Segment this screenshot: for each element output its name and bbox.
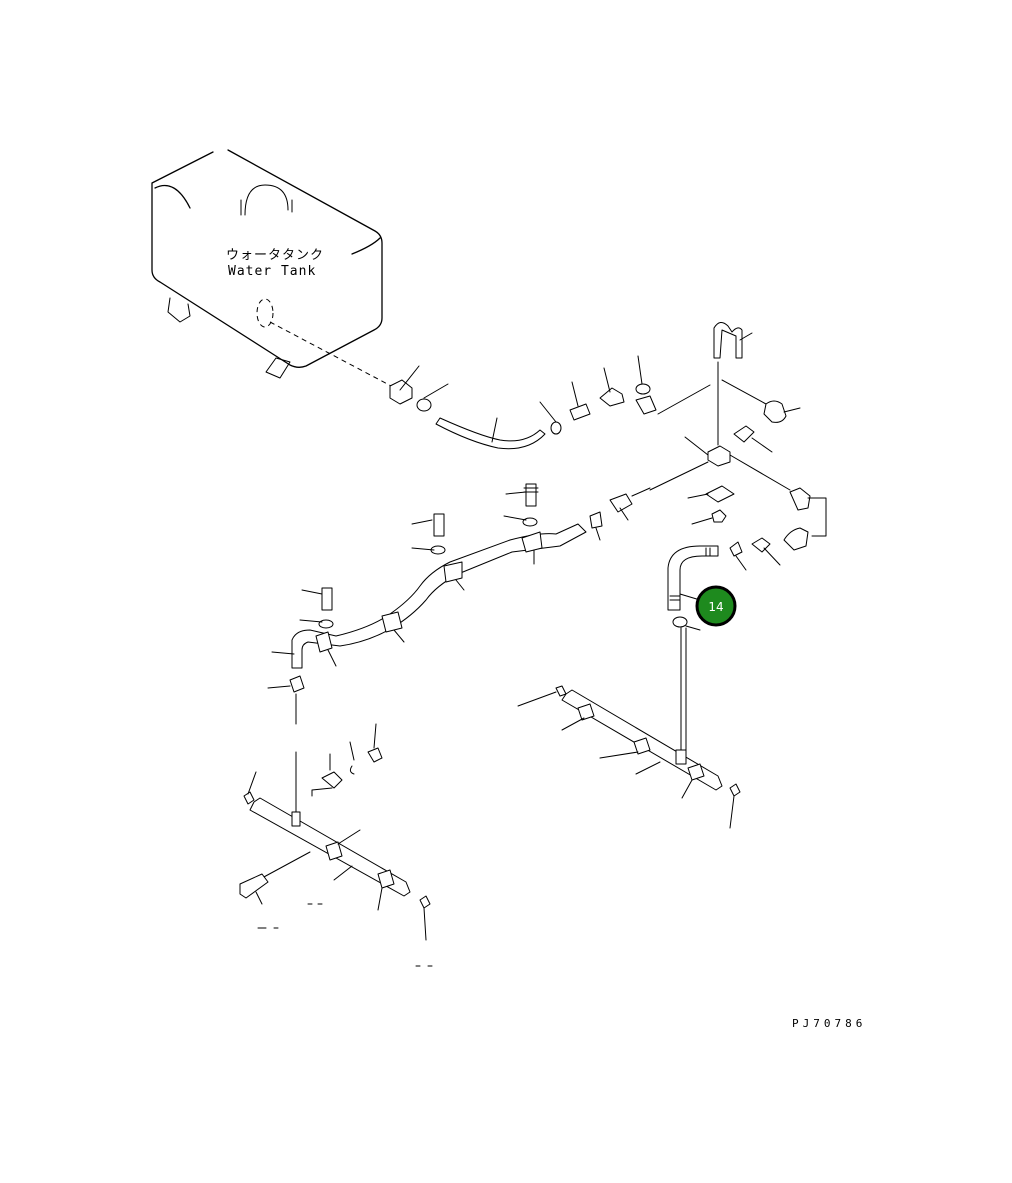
left-nozzle-bar <box>239 723 433 967</box>
water-tank: ウォータタンク Water Tank <box>151 149 396 389</box>
tank-label-jp: ウォータタンク <box>226 248 324 263</box>
right-elbow-assembly <box>729 487 827 571</box>
drawing-code: PJ70786 <box>792 1017 866 1030</box>
long-pipe-assembly <box>267 483 651 725</box>
tank-label-en: Water Tank <box>228 264 316 279</box>
tee-junction-assembly <box>649 322 801 525</box>
callout-number: 14 <box>708 600 723 614</box>
upper-hose-assembly <box>389 355 711 450</box>
callout-circle <box>695 585 737 627</box>
callout-14[interactable]: 14 <box>695 585 737 627</box>
hose-item-14 <box>667 545 719 751</box>
right-nozzle-bar <box>517 685 741 829</box>
